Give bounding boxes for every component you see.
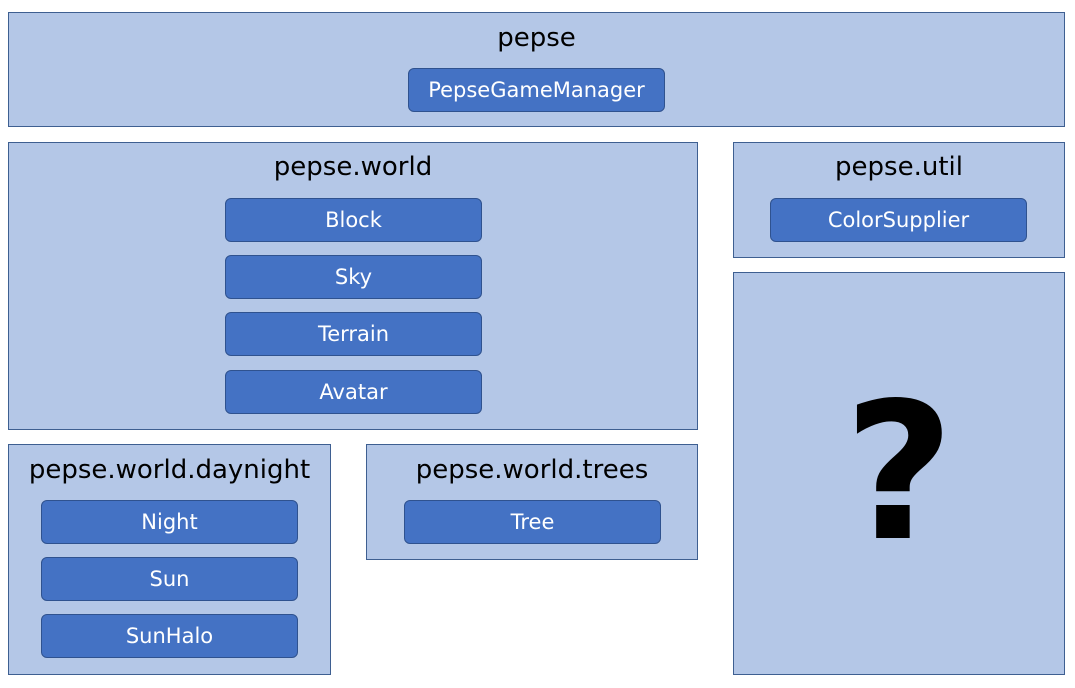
package-title: pepse.world.trees [415,455,649,485]
question-mark: ? [843,362,955,583]
class-night[interactable]: Night [41,500,298,544]
class-color-supplier[interactable]: ColorSupplier [770,198,1027,242]
class-sky[interactable]: Sky [225,255,482,299]
class-avatar[interactable]: Avatar [225,370,482,414]
package-title: pepse [497,23,576,53]
package-pepse-util: pepse.util ColorSupplier [733,142,1065,258]
package-title: pepse.world.daynight [28,455,311,485]
package-pepse: pepse PepseGameManager [8,12,1065,127]
package-title: pepse.world [273,152,433,182]
class-sun-halo[interactable]: SunHalo [41,614,298,658]
class-terrain[interactable]: Terrain [225,312,482,356]
package-pepse-world: pepse.world Block Sky Terrain Avatar [8,142,698,430]
package-unknown: ? [733,272,1065,675]
package-pepse-world-trees: pepse.world.trees Tree [366,444,698,560]
class-sun[interactable]: Sun [41,557,298,601]
class-tree[interactable]: Tree [404,500,661,544]
class-block[interactable]: Block [225,198,482,242]
package-pepse-world-daynight: pepse.world.daynight Night Sun SunHalo [8,444,331,675]
class-pepse-game-manager[interactable]: PepseGameManager [408,68,665,112]
package-title: pepse.util [835,152,963,182]
